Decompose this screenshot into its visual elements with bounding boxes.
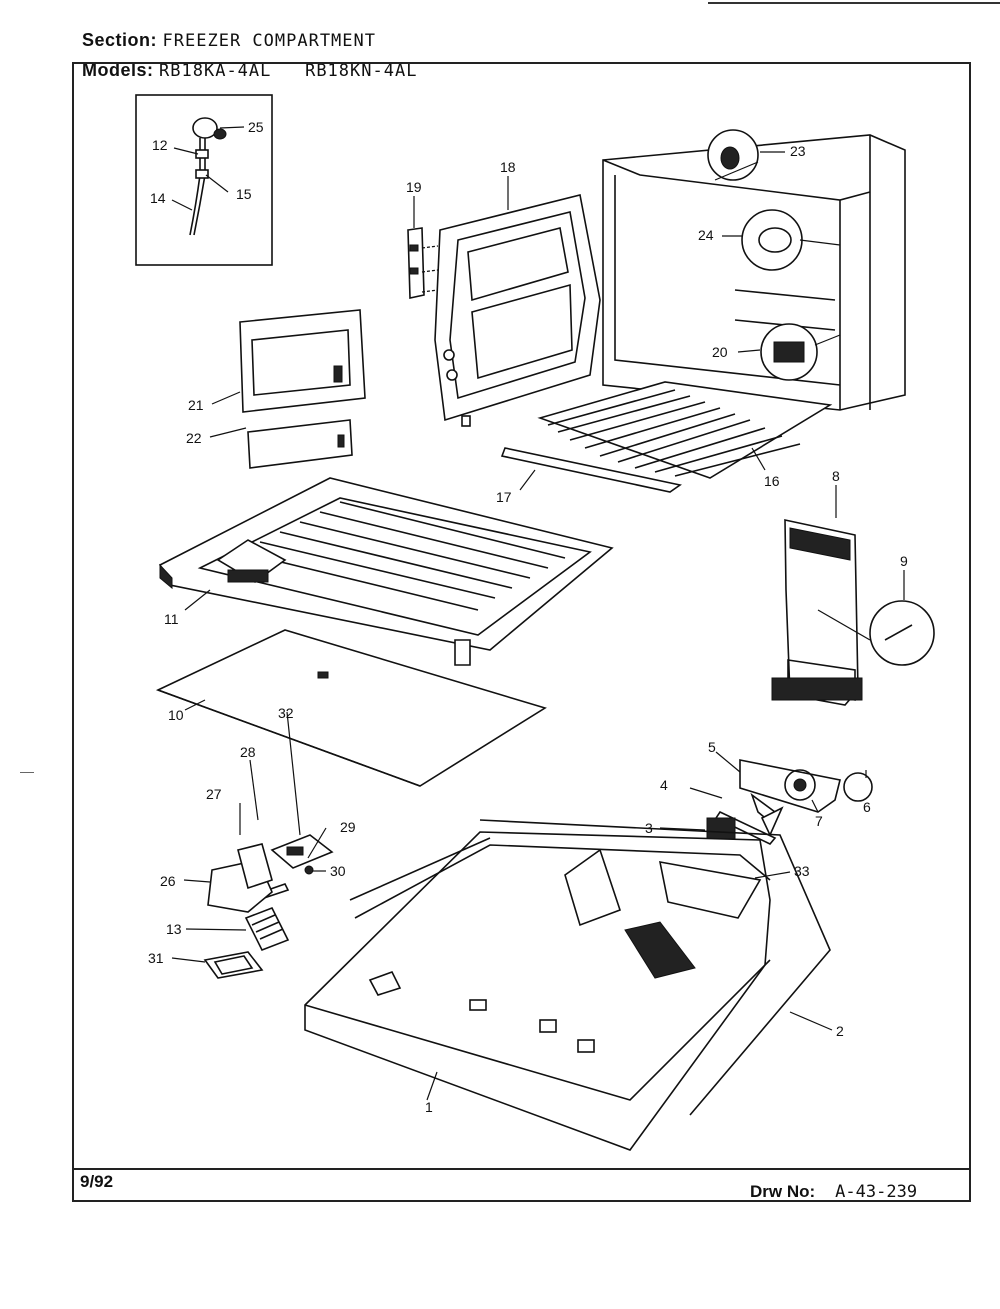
callout-12: 12 [152, 137, 168, 153]
callout-21: 21 [188, 397, 204, 413]
section-label: Section: [82, 30, 158, 50]
drain-tube-inset [135, 94, 273, 266]
callout-18: 18 [500, 159, 516, 175]
callout-27: 27 [206, 786, 222, 802]
callout-10: 10 [168, 707, 184, 723]
section-value: FREEZER COMPARTMENT [162, 31, 376, 51]
callout-31: 31 [148, 950, 164, 966]
control-cover [239, 309, 366, 469]
door-liner [434, 194, 601, 427]
callout-5: 5 [708, 739, 716, 755]
callout-labels: 1 2 3 4 5 6 7 8 9 10 11 12 13 14 15 16 1… [148, 119, 908, 1115]
callout-25: 25 [248, 119, 264, 135]
callout-9: 9 [900, 553, 908, 569]
ice-maker-parts [203, 834, 334, 979]
diagram-frame [72, 62, 971, 1202]
margin-mark [20, 772, 34, 773]
callout-15: 15 [236, 186, 252, 202]
callout-17: 17 [496, 489, 512, 505]
callout-30: 30 [330, 863, 346, 879]
callout-32: 32 [278, 705, 294, 721]
callout-3: 3 [645, 820, 653, 836]
freezer-floor [304, 819, 831, 1151]
callout-24: 24 [698, 227, 714, 243]
drawing-number-block: Drw No: A-43-239 [750, 1182, 917, 1202]
footer-date: 9/92 [80, 1172, 114, 1191]
air-duct [771, 519, 935, 706]
callout-20: 20 [712, 344, 728, 360]
insulation-pad [155, 629, 547, 787]
callout-2: 2 [836, 1023, 844, 1039]
top-edge-line [708, 2, 1000, 4]
callout-7: 7 [815, 813, 823, 829]
cabinet [602, 129, 906, 411]
callout-13: 13 [166, 921, 182, 937]
callout-11: 11 [164, 611, 179, 627]
drawing-number: A-43-239 [835, 1182, 918, 1202]
door-hinge [407, 227, 439, 299]
callout-4: 4 [660, 777, 668, 793]
callout-16: 16 [764, 473, 780, 489]
footer-divider [72, 1168, 971, 1170]
callout-1: 1 [425, 1099, 433, 1115]
models-value: RB18KA-4AL RB18KN-4AL [159, 61, 418, 81]
models-label: Models: [82, 60, 154, 80]
section-heading: Section: FREEZER COMPARTMENT [82, 30, 376, 51]
wire-shelf [500, 381, 833, 493]
fan-assembly [706, 759, 873, 845]
evaporator-cover [158, 477, 614, 666]
callout-33: 33 [794, 863, 810, 879]
drawing-number-label: Drw No: [750, 1182, 816, 1201]
callout-19: 19 [406, 179, 422, 195]
leader-lines [171, 126, 905, 1101]
callout-28: 28 [240, 744, 256, 760]
callout-8: 8 [832, 468, 840, 484]
callout-14: 14 [150, 190, 166, 206]
callout-6: 6 [863, 799, 871, 815]
callout-22: 22 [186, 430, 202, 446]
models-heading: Models: RB18KA-4AL RB18KN-4AL [82, 60, 417, 81]
callout-23: 23 [790, 143, 806, 159]
callout-26: 26 [160, 873, 176, 889]
callout-29: 29 [340, 819, 356, 835]
